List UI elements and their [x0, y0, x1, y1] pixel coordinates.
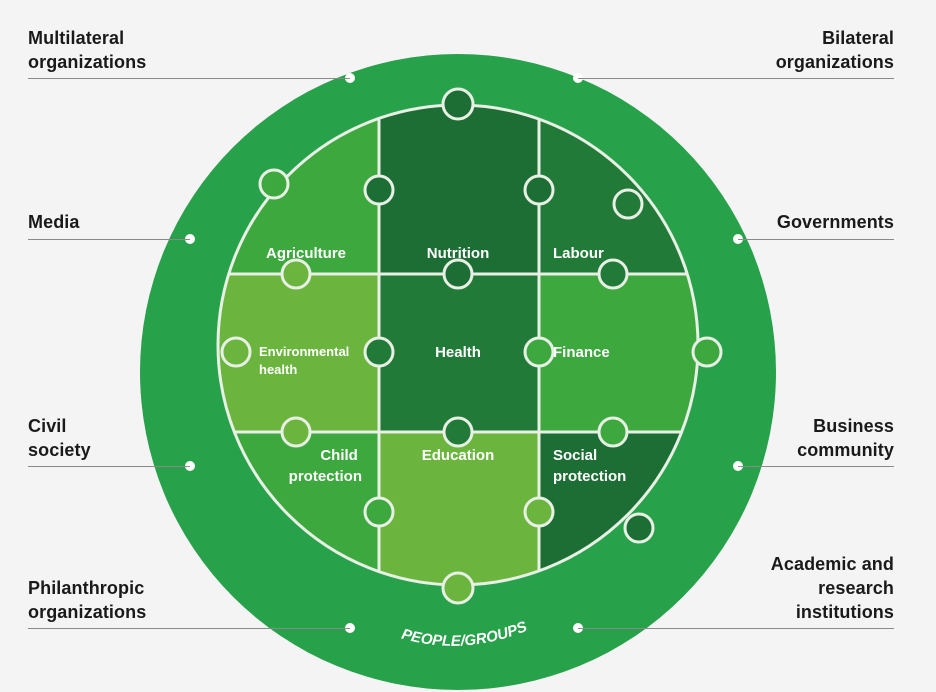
stakeholder-philanthropic: Philanthropic organizations: [28, 578, 147, 622]
stakeholder-media: Media: [28, 212, 80, 232]
stakeholder-academic: Academic and research institutions: [770, 554, 894, 622]
line-business: [738, 466, 894, 467]
line-civil-society: [28, 466, 190, 467]
line-media: [28, 239, 190, 240]
label-child-protection-line2: protection: [289, 468, 362, 485]
piece-health: [379, 274, 539, 432]
piece-education: [379, 432, 539, 585]
line-multilateral: [28, 78, 350, 79]
stakeholder-civil-society: Civil society: [28, 416, 91, 460]
line-governments: [738, 239, 894, 240]
stakeholder-business: Business community: [797, 416, 894, 460]
dot-civil-society: [185, 461, 195, 471]
line-academic: [578, 628, 894, 629]
stakeholder-governments: Governments: [776, 212, 894, 232]
dot-media: [185, 234, 195, 244]
dot-philanthropic: [345, 623, 355, 633]
label-environmental-health: Environmental health: [259, 344, 353, 377]
label-social-protection: Social protection: [553, 447, 626, 485]
label-child-protection: Child protection: [289, 447, 362, 485]
label-social-protection-line1: Social: [553, 447, 597, 464]
puzzle-knobs: [220, 87, 723, 605]
label-health: Health: [435, 344, 481, 361]
stakeholder-bilateral: Bilateral organizations: [775, 28, 894, 72]
line-philanthropic: [28, 628, 350, 629]
line-bilateral: [578, 78, 894, 79]
dot-multilateral: [345, 73, 355, 83]
label-nutrition: Nutrition: [427, 245, 489, 262]
label-education: Education: [422, 447, 495, 464]
label-agriculture: Agriculture: [266, 245, 346, 262]
label-environmental-health-line1: Environmental: [259, 344, 349, 359]
label-child-protection-line1: Child: [320, 447, 358, 464]
piece-finance: [539, 274, 698, 432]
stakeholder-multilateral: Multilateral organizations: [28, 28, 147, 72]
label-social-protection-line2: protection: [553, 468, 626, 485]
piece-nutrition: [379, 105, 539, 274]
label-environmental-health-line2: health: [259, 362, 297, 377]
label-labour: Labour: [553, 245, 604, 262]
label-finance: Finance: [553, 344, 610, 361]
